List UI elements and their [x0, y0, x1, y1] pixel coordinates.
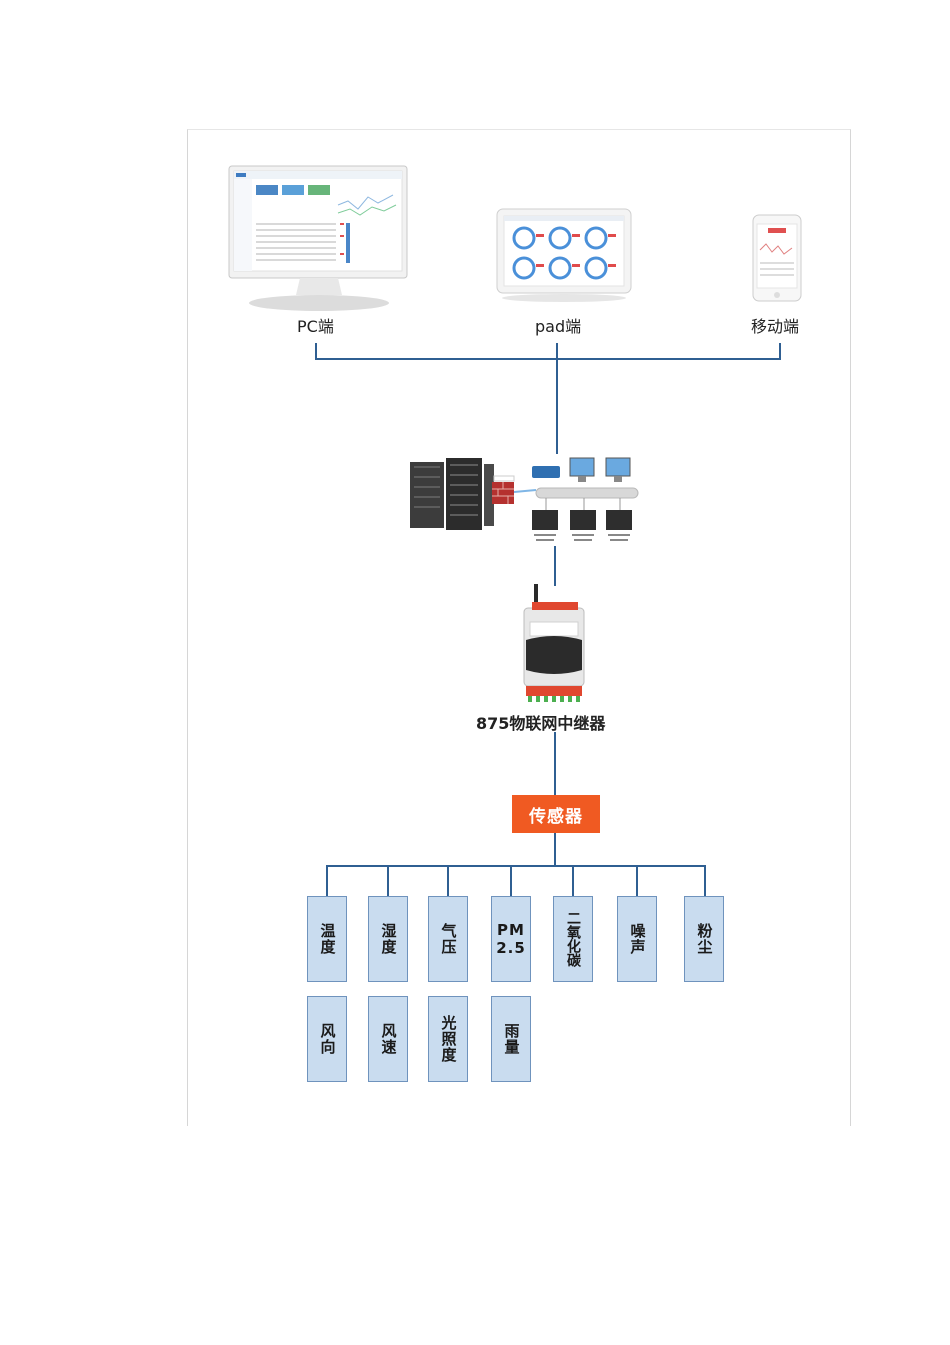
sensor-label: 粉尘 — [695, 923, 714, 955]
connector-relay-to-hub — [554, 732, 556, 795]
connector-clients-bar — [315, 358, 781, 360]
sensor-illuminance: 光照度 — [428, 996, 468, 1082]
connector-drop-1 — [326, 865, 328, 897]
relay-label: 875物联网中继器 — [476, 714, 606, 733]
connector-pad-drop — [556, 343, 558, 360]
sensor-label: 湿度 — [379, 923, 398, 955]
diagram-frame — [187, 129, 851, 1126]
sensor-label: 噪声 — [628, 923, 647, 955]
sensor-label: PM 2.5 — [496, 921, 526, 957]
mobile-phone-image — [752, 214, 802, 302]
connector-drop-7 — [704, 865, 706, 897]
sensor-label: 风向 — [318, 1023, 337, 1055]
connector-drop-5 — [572, 865, 574, 897]
connector-drop-6 — [636, 865, 638, 897]
connector-mobile-drop — [779, 343, 781, 360]
pc-monitor-image — [228, 165, 408, 311]
sensor-temperature: 温度 — [307, 896, 347, 982]
connector-hub-to-bus — [554, 833, 556, 866]
pad-label: pad端 — [535, 317, 582, 336]
sensor-hub-box: 传感器 — [512, 795, 600, 833]
sensor-noise: 噪声 — [617, 896, 657, 982]
connector-drop-3 — [447, 865, 449, 897]
sensor-co2: 二氧化碳 — [553, 896, 593, 982]
mobile-label: 移动端 — [751, 317, 800, 336]
sensor-label: 二氧化碳 — [565, 911, 581, 967]
sensor-pm25: PM 2.5 — [491, 896, 531, 982]
sensor-pressure: 气压 — [428, 896, 468, 982]
sensor-label: 气压 — [439, 923, 458, 955]
sensor-label: 光照度 — [439, 1015, 458, 1063]
connector-sensor-bus — [326, 865, 706, 867]
connector-server-to-relay — [554, 546, 556, 586]
sensor-wind-speed: 风速 — [368, 996, 408, 1082]
connector-pc-drop — [315, 343, 317, 360]
sensor-dust: 粉尘 — [684, 896, 724, 982]
sensor-humidity: 湿度 — [368, 896, 408, 982]
pad-device-image — [496, 208, 632, 302]
pc-label: PC端 — [297, 317, 334, 336]
sensor-label: 风速 — [379, 1023, 398, 1055]
sensor-label: 温度 — [318, 923, 337, 955]
connector-drop-2 — [387, 865, 389, 897]
relay-device-image — [523, 584, 585, 702]
connector-drop-4 — [510, 865, 512, 897]
sensor-rainfall: 雨量 — [491, 996, 531, 1082]
connector-clients-to-server — [556, 358, 558, 454]
sensor-label: 雨量 — [502, 1023, 521, 1055]
server-network-image — [410, 457, 639, 541]
sensor-wind-direction: 风向 — [307, 996, 347, 1082]
